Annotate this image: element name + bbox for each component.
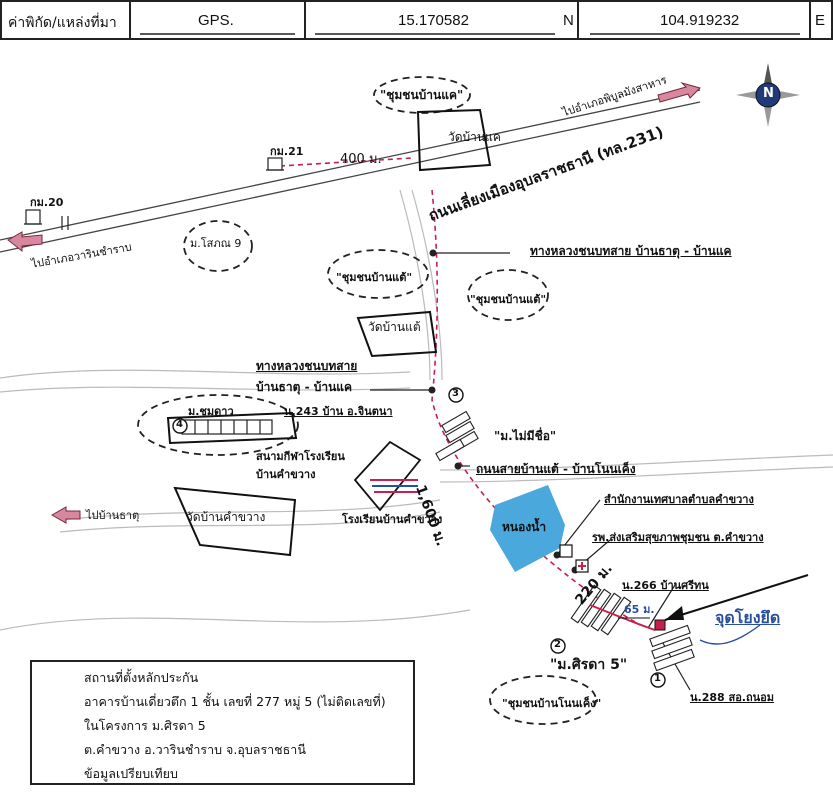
compass-rose <box>736 63 800 127</box>
label-rural-road-2-line1: ทางหลวงชนบทสาย <box>256 359 358 373</box>
main-highway <box>0 89 701 253</box>
legend-line-2: อาคารบ้านเดี่ยวตึก 1 ชั้น เลขที่ 277 หมู… <box>84 694 386 709</box>
label-school-kham-khwang: โรงเรียนบ้านคำขวาง <box>342 513 443 526</box>
label-dist-65: 65 ม. <box>624 603 655 616</box>
label-marker-2: 2 <box>554 639 561 650</box>
label-wat-baan-kae: วัดบ้านแค <box>448 130 501 144</box>
label-dist-400: 400 ม. <box>340 152 382 167</box>
site-outlines <box>166 108 492 557</box>
label-km21: กม.21 <box>270 145 304 158</box>
header-dividers <box>129 0 811 40</box>
label-house-266: น.266 บ้านศรีทน <box>622 579 709 592</box>
label-km20: กม.20 <box>30 196 64 209</box>
legend-line-3: ในโครงการ ม.ศิรดา 5 <box>84 718 206 733</box>
direction-arrows <box>7 82 701 524</box>
label-marker-4: 4 <box>176 419 183 430</box>
label-stadium-line2: บ้านคำขวาง <box>256 468 316 481</box>
marker-circles <box>172 387 666 688</box>
label-stadium-line1: สนามกีฬาโรงเรียน <box>256 450 345 463</box>
collateral-marker <box>589 574 809 645</box>
label-rural-road-2-line2: บ้านธาตุ - บ้านแค <box>256 380 353 394</box>
label-rural-road-1: ทางหลวงชนบทสาย บ้านธาตุ - บ้านแค <box>530 244 732 258</box>
legend-line-5: ข้อมูลเปรียบเทียบ <box>84 766 178 781</box>
km20-post <box>24 209 69 230</box>
label-mo-sirada: "ม.ศิรดา 5" <box>550 657 628 673</box>
label-community-baan-tae-2: "ชุมชนบ้านแต้" <box>470 293 547 306</box>
label-marker-3: 3 <box>452 388 459 399</box>
pond-area <box>490 485 565 572</box>
label-house-288: น.288 สอ.ถนอม <box>690 691 775 704</box>
community-ellipses <box>137 76 597 725</box>
label-to-baan-that: ไปบ้านธาตุ <box>86 509 140 522</box>
label-pond: หนองน้ำ <box>502 520 547 534</box>
label-mo-mai-mi-chue: "ม.ไม่มีชื่อ" <box>494 429 557 443</box>
label-house-243: น.243 บ้าน อ.จินตนา <box>284 405 393 418</box>
latitude-value: 15.170582 <box>398 12 469 29</box>
legend-line-4: ต.คำขวาง อ.วารินชำราบ จ.อุบลราชธานี <box>84 742 306 757</box>
school-stripes <box>370 479 418 493</box>
legend-line-1: สถานที่ตั้งหลักประกัน <box>84 670 199 685</box>
label-mo-sokano: ม.โสภณ 9 <box>190 237 242 250</box>
label-health-hospital: รพ.ส่งเสริมสุขภาพชุมชน ต.คำขวาง <box>592 531 764 544</box>
longitude-suffix: E <box>815 12 826 29</box>
label-community-baan-tae-1: "ชุมชนบ้านแต้" <box>336 271 413 284</box>
compass-north-letter: N <box>763 86 774 101</box>
route-dashed <box>279 157 641 626</box>
label-wat-baan-tae: วัดบ้านแต้ <box>368 320 421 334</box>
label-community-nonkeng: "ชุมชนบ้านโนนเค็ง" <box>502 697 602 710</box>
km21-post <box>266 157 284 171</box>
secondary-roads <box>0 189 833 631</box>
source-value: GPS. <box>198 12 234 29</box>
legend-panel: สถานที่ตั้งหลักประกัน อาคารบ้านเดี่ยวตึก… <box>30 660 415 785</box>
label-sao-office: สำนักงานเทศบาลตำบลคำขวาง <box>604 493 754 506</box>
house-blocks-mai-mi-chue <box>435 410 479 462</box>
house-row-chomdao <box>181 419 273 435</box>
coord-label: ค่าพิกัด/แหล่งที่มา <box>8 15 117 31</box>
label-community-baan-kae: "ชุมชนบ้านแค" <box>380 88 464 102</box>
office-symbols <box>559 544 589 573</box>
latitude-suffix: N <box>563 12 574 29</box>
label-mo-chomdao: ม.ชมดาว <box>188 405 234 418</box>
coord-header <box>0 0 833 40</box>
label-anchor-point: จุดโยงยึด <box>715 608 781 627</box>
longitude-value: 104.919232 <box>660 12 740 29</box>
label-wat-kham-khwang: วัดบ้านคำขวาง <box>186 510 266 524</box>
label-marker-1: 1 <box>654 673 661 684</box>
label-road-tae-nonkeng: ถนนสายบ้านแต้ - บ้านโนนเค็ง <box>476 462 636 476</box>
